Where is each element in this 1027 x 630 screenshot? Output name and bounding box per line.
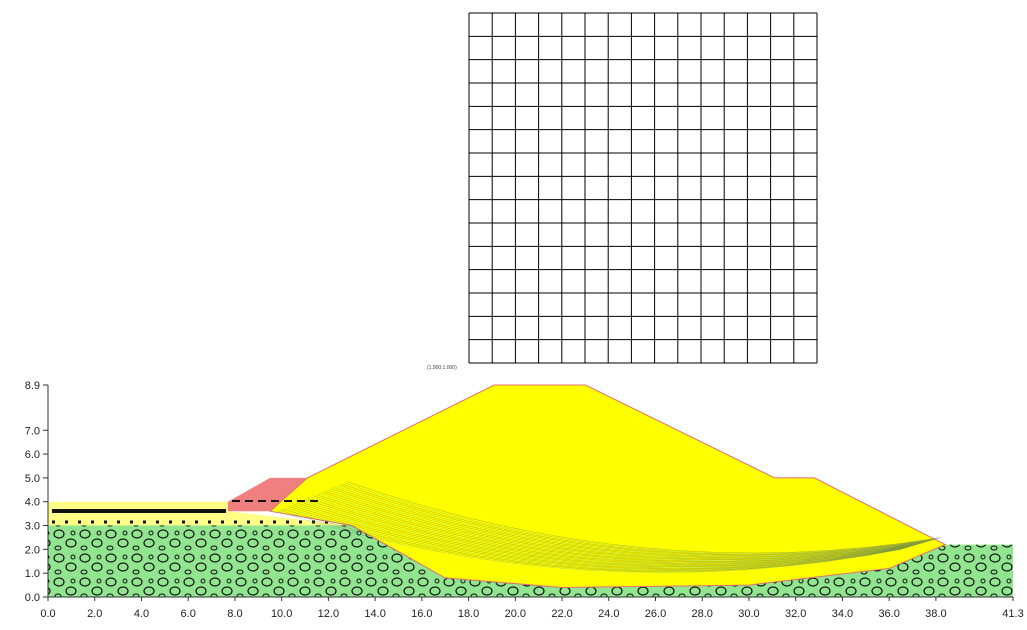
x-tick-label: 4.0 [134,608,149,620]
slip-surface [333,487,934,557]
slip-surface [316,494,924,562]
x-tick-label: 22.0 [551,608,572,620]
slip-surface [299,501,914,567]
x-tick-label: 6.0 [181,608,196,620]
slip-surface [276,510,901,573]
slip-surface [290,505,910,569]
x-tick-label: 2.0 [87,608,102,620]
x-tick-label: 34.0 [832,608,853,620]
y-tick-label: 6.0 [25,449,40,461]
slip-surface [293,503,911,568]
x-tick-label: 38.0 [925,608,946,620]
top-soil-layer [48,501,352,526]
slip-surface [330,488,932,558]
slip-surface [341,483,939,555]
slip-surface [347,481,942,554]
slip-surface [302,500,916,566]
x-tick-label: 28.0 [692,608,713,620]
y-tick-label: 0.0 [25,592,40,604]
slip-surface [285,507,906,571]
x-tick-label: 12.0 [318,608,339,620]
y-tick-label: 8.9 [25,380,40,392]
x-tick-label: 10.0 [271,608,292,620]
x-tick-label: 26.0 [645,608,666,620]
y-tick-label: 5.0 [25,473,40,485]
x-tick-label: 41.3 [1002,608,1023,620]
x-tick-label: 0.0 [40,608,55,620]
y-tick-label: 3.0 [25,521,40,533]
y-axis-ticks: 0.0 1.0 2.0 3.0 4.0 5.0 6.0 7.0 8.9 [25,380,48,604]
slip-surface [335,485,936,557]
slip-surface [313,495,923,563]
y-tick-label: 1.0 [25,568,40,580]
slip-surface [344,482,941,554]
slip-surface [304,499,918,565]
x-axis-ticks: 0.0 2.0 4.0 6.0 8.0 10.0 12.0 14.0 16.0 18.0 20.0 2… [40,597,1024,620]
x-tick-label: 32.0 [785,608,806,620]
slip-surface [324,490,929,560]
slip-surface [321,491,928,561]
search-grid [468,12,818,364]
x-tick-label: 36.0 [878,608,899,620]
x-tick-label: 16.0 [411,608,432,620]
x-tick-label: 8.0 [227,608,242,620]
x-tick-label: 20.0 [505,608,526,620]
slip-surface [296,502,913,568]
x-tick-label: 30.0 [738,608,759,620]
slip-surface [307,497,919,564]
slip-surface [318,493,926,561]
slip-surface [338,484,937,556]
y-tick-label: 4.0 [25,497,40,509]
y-tick-label: 7.0 [25,425,40,437]
slip-surface [310,496,921,564]
slip-surface [279,509,903,572]
embankment-region [268,384,947,589]
slip-surface [327,489,931,559]
x-tick-label: 24.0 [598,608,619,620]
slip-surfaces [276,481,942,573]
x-tick-label: 18.0 [458,608,479,620]
x-tick-label: 14.0 [364,608,385,620]
axes: 0.0 2.0 4.0 6.0 8.0 10.0 12.0 14.0 16.0 18.0 20.0 2… [25,380,1024,620]
y-tick-label: 2.0 [25,544,40,556]
grid-origin-label: (1.900;1.000) [427,365,457,371]
slip-surface [288,506,908,570]
slip-surface [282,508,905,572]
